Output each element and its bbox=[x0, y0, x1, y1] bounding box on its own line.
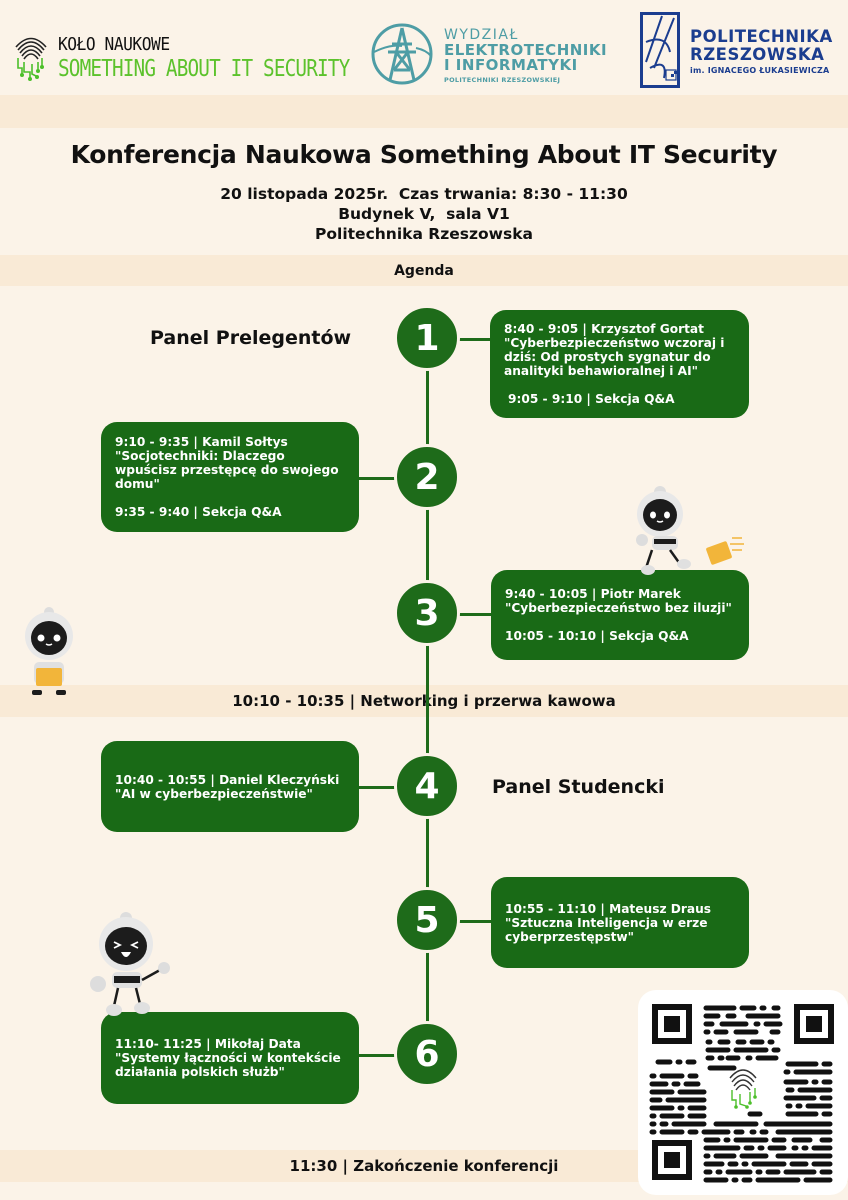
event-date-time: 20 listopada 2025r. Czas trwania: 8:30 -… bbox=[220, 185, 628, 203]
agenda-number-3: 3 bbox=[394, 580, 460, 646]
prz-emblem-icon bbox=[640, 12, 680, 92]
weii-logo-line3: I INFORMATYKI bbox=[444, 56, 578, 75]
agenda-number-4: 4 bbox=[394, 753, 460, 819]
prz-logo-line2: RZESZOWSKA bbox=[690, 45, 825, 65]
weii-logo-line4: POLITECHNIKI RZESZOWSKIEJ bbox=[444, 76, 561, 85]
panel-speakers-label: Panel Prelegentów bbox=[150, 327, 352, 349]
agenda-number-5: 5 bbox=[394, 887, 460, 953]
agenda-talk: 11:10- 11:25 | Mikołaj Data "Systemy łąc… bbox=[115, 1037, 341, 1079]
agenda-heading: Agenda bbox=[0, 255, 848, 286]
timeline-line-segment bbox=[426, 685, 429, 717]
robot-waving-illustration bbox=[84, 910, 184, 1018]
kolo-logo-line2: SOMETHING ABOUT IT SECURITY bbox=[58, 55, 350, 82]
connector bbox=[458, 920, 494, 923]
fingerprint-icon bbox=[12, 30, 50, 86]
weii-logo: WYDZIAŁ ELEKTROTECHNIKI I INFORMATYKI PO… bbox=[370, 22, 607, 90]
agenda-talk: 9:10 - 9:35 | Kamil Sołtys "Socjotechnik… bbox=[115, 435, 339, 491]
agenda-qa: 9:35 - 9:40 | Sekcja Q&A bbox=[115, 505, 282, 519]
header-divider-band bbox=[0, 95, 848, 128]
agenda-qa: 9:05 - 9:10 | Sekcja Q&A bbox=[508, 392, 675, 406]
connector bbox=[356, 786, 400, 789]
agenda-number-1: 1 bbox=[394, 305, 460, 371]
power-pylon-icon bbox=[370, 22, 434, 90]
event-info: 20 listopada 2025r. Czas trwania: 8:30 -… bbox=[0, 184, 848, 244]
prz-logo-line1: POLITECHNIKA bbox=[690, 27, 833, 47]
qr-finder-patterns bbox=[652, 1004, 834, 1180]
agenda-card-5: 10:55 - 11:10 | Mateusz Draus "Sztuczna … bbox=[491, 877, 749, 968]
event-location: Budynek V, sala V1 bbox=[338, 205, 510, 223]
connector bbox=[458, 338, 494, 341]
connector bbox=[356, 477, 400, 480]
prz-logo-line3: im. IGNACEGO ŁUKASIEWICZA bbox=[690, 66, 830, 75]
agenda-label: Agenda bbox=[394, 262, 454, 279]
agenda-number-6: 6 bbox=[394, 1021, 460, 1087]
fingerprint-icon bbox=[729, 1069, 757, 1109]
agenda-card-4: 10:40 - 10:55 | Daniel Kleczyński "AI w … bbox=[101, 741, 359, 832]
break-label: 10:10 - 10:35 | Networking i przerwa kaw… bbox=[232, 692, 616, 710]
weii-logo-line2: ELEKTROTECHNIKI bbox=[444, 40, 608, 59]
panel-students-label: Panel Studencki bbox=[492, 776, 665, 798]
agenda-card-2: 9:10 - 9:35 | Kamil Sołtys "Socjotechnik… bbox=[101, 422, 359, 532]
agenda-card-6: 11:10- 11:25 | Mikołaj Data "Systemy łąc… bbox=[101, 1012, 359, 1104]
robot-folder-illustration bbox=[18, 606, 80, 704]
kolo-logo-line1: KOŁO NAUKOWE bbox=[58, 33, 170, 55]
agenda-talk: 10:55 - 11:10 | Mateusz Draus "Sztuczna … bbox=[505, 901, 712, 944]
kolo-naukowe-logo: KOŁO NAUKOWE SOMETHING ABOUT IT SECURITY bbox=[12, 30, 405, 86]
agenda-card-1: 8:40 - 9:05 | Krzysztof Gortat "Cyberbez… bbox=[490, 310, 749, 418]
page-title: Konferencja Naukowa Something About IT S… bbox=[70, 140, 778, 169]
closing-label: 11:30 | Zakończenie konferencji bbox=[289, 1157, 559, 1175]
event-institution: Politechnika Rzeszowska bbox=[315, 225, 533, 243]
agenda-talk: 8:40 - 9:05 | Krzysztof Gortat "Cyberbez… bbox=[504, 322, 725, 378]
agenda-talk: 9:40 - 10:05 | Piotr Marek "Cyberbezpiec… bbox=[505, 587, 732, 615]
agenda-talk: 10:40 - 10:55 | Daniel Kleczyński "AI w … bbox=[115, 772, 340, 801]
connector bbox=[356, 1054, 400, 1057]
qr-code[interactable] bbox=[638, 990, 848, 1195]
prz-logo: POLITECHNIKA RZESZOWSKA im. IGNACEGO ŁUK… bbox=[640, 12, 833, 92]
robot-running-illustration bbox=[630, 484, 750, 576]
break-band: 10:10 - 10:35 | Networking i przerwa kaw… bbox=[0, 685, 848, 717]
connector bbox=[458, 613, 494, 616]
agenda-number-2: 2 bbox=[394, 444, 460, 510]
weii-logo-line1: WYDZIAŁ bbox=[444, 27, 519, 43]
agenda-card-3: 9:40 - 10:05 | Piotr Marek "Cyberbezpiec… bbox=[491, 570, 749, 660]
agenda-qa: 10:05 - 10:10 | Sekcja Q&A bbox=[505, 629, 689, 643]
